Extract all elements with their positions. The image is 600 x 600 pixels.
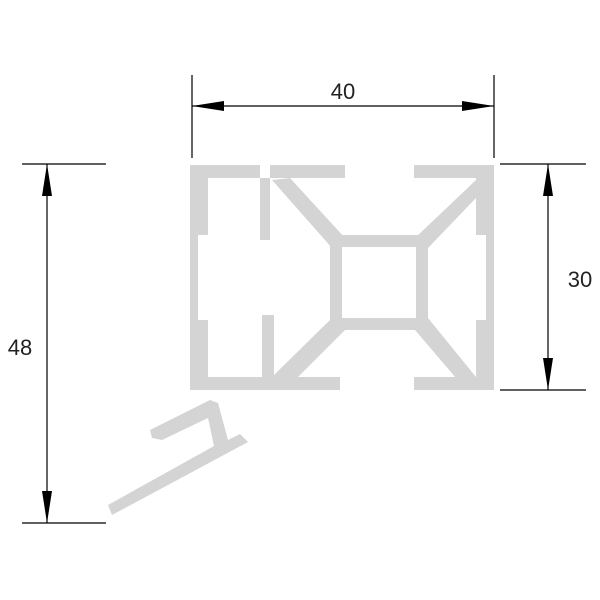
dimension-lines xyxy=(22,75,586,524)
profile-web-top-right xyxy=(415,180,476,248)
profile-top-mid-flange xyxy=(270,165,345,178)
profile-mid-left-bar xyxy=(262,315,274,377)
width-dimension-label: 40 xyxy=(331,79,355,104)
profile-top-left-flange xyxy=(190,165,260,178)
profile-top-left-lip xyxy=(260,178,270,240)
profile-bottom-left-flange xyxy=(190,377,340,390)
height-right-arrow-top xyxy=(543,164,553,196)
width-arrow-left xyxy=(192,101,224,111)
profile-center-core xyxy=(330,235,428,330)
slot-notch-right xyxy=(476,235,486,320)
profile-web-bottom-left xyxy=(272,318,345,385)
profile-web-top-left xyxy=(272,178,345,248)
profile-mid-right-bar xyxy=(476,315,488,377)
width-arrow-right xyxy=(462,101,494,111)
height-right-dimension-label: 30 xyxy=(568,267,592,292)
profile-web-bottom-right xyxy=(415,318,476,385)
profile-angled-clip xyxy=(108,400,248,515)
height-left-arrow-top xyxy=(42,164,52,196)
profile-bottom-right-flange xyxy=(414,377,494,390)
height-left-dimension-label: 48 xyxy=(8,335,32,360)
slot-notch-left xyxy=(198,235,208,320)
profile-cross-section xyxy=(108,165,494,515)
profile-top-right-flange xyxy=(414,165,494,178)
height-right-arrow-bottom xyxy=(543,358,553,390)
height-left-arrow-bottom xyxy=(42,491,52,523)
